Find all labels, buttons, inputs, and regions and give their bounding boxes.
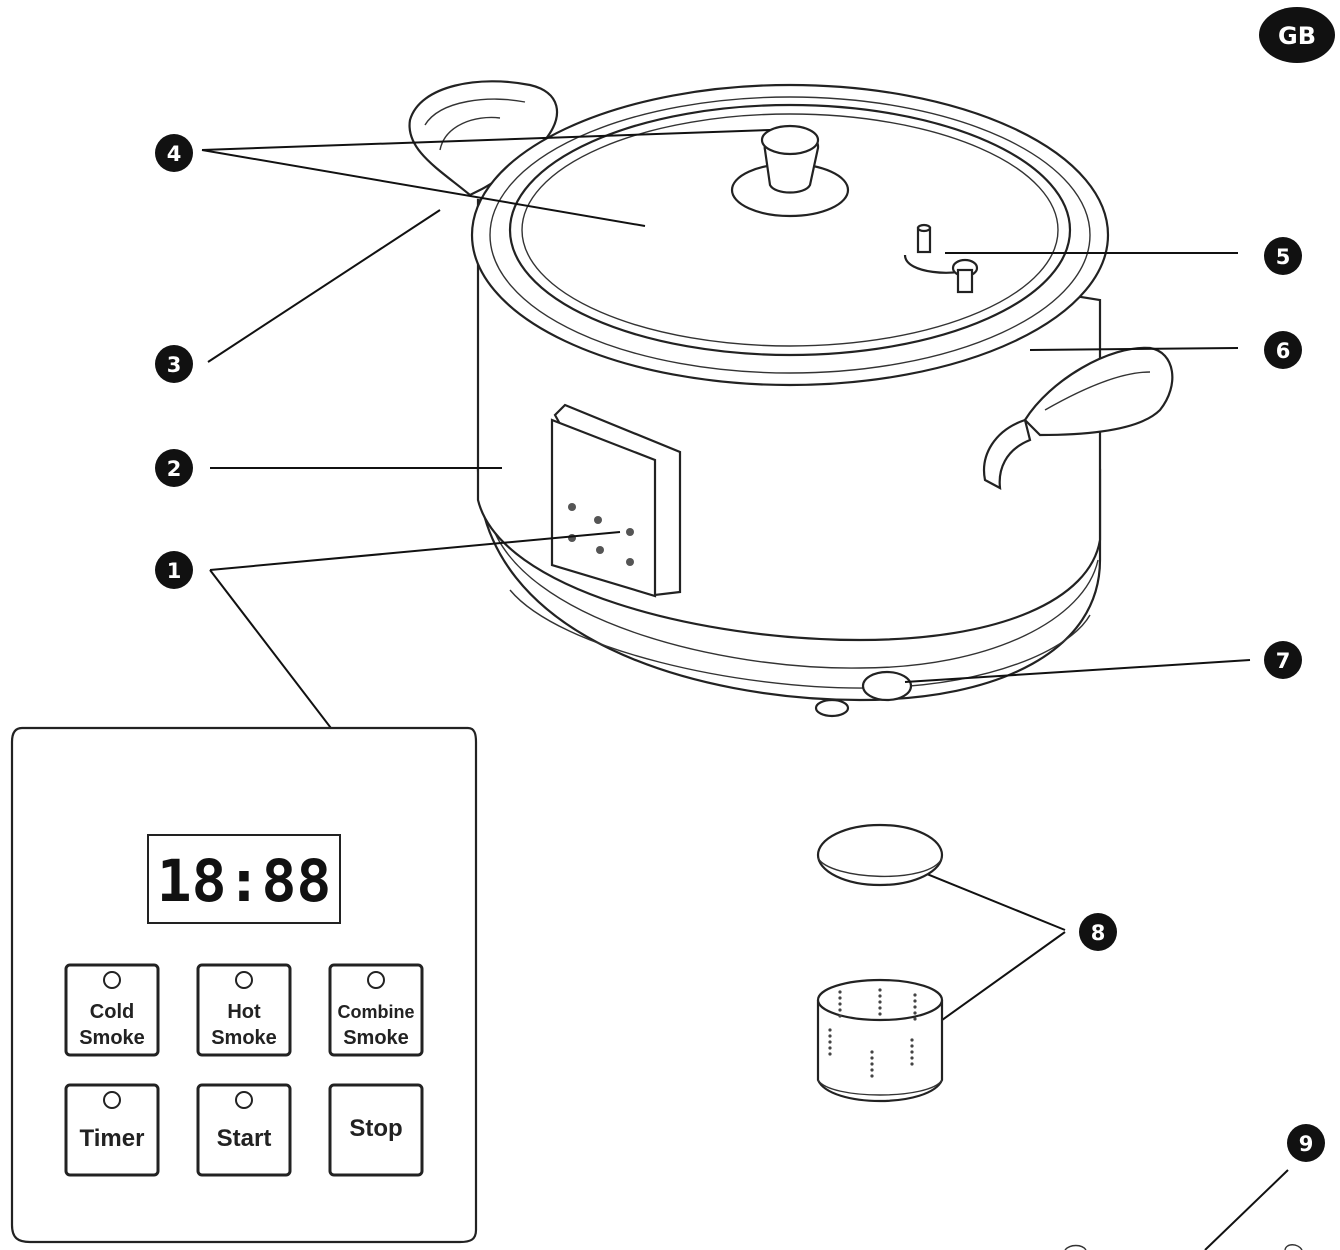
svg-text:Smoke: Smoke: [343, 1027, 409, 1049]
perforation-dot: [870, 1074, 874, 1078]
perforation-dot: [838, 1002, 842, 1006]
cold-smoke-led: [103, 971, 121, 989]
perforation-dot: [828, 1052, 832, 1056]
svg-text:6: 6: [1276, 339, 1291, 363]
power-indicator-lamp: [861, 670, 913, 702]
callout-9: 9: [1287, 1124, 1325, 1162]
vent-valve: [903, 223, 979, 294]
smoke-box-lid: [816, 823, 944, 887]
perforation-dot: [870, 1050, 874, 1054]
svg-text:Hot: Hot: [227, 1001, 261, 1023]
perforation-dot: [913, 1017, 917, 1021]
timer-button[interactable]: Timer: [64, 1083, 160, 1177]
perforation-dot: [878, 994, 882, 998]
perforation-dot: [910, 1038, 914, 1042]
lcd-display-text: 18:88: [157, 847, 332, 915]
perforation-dot: [828, 1028, 832, 1032]
callout-2: 2: [155, 449, 193, 487]
svg-text:Cold: Cold: [90, 1001, 134, 1023]
perforation-dot: [878, 1000, 882, 1004]
hot-smoke-led: [235, 971, 253, 989]
svg-text:9: 9: [1299, 1132, 1314, 1156]
svg-text:Timer: Timer: [80, 1125, 145, 1152]
perforation-dot: [910, 1062, 914, 1066]
svg-text:Combine: Combine: [337, 1002, 414, 1022]
right-handle: [982, 346, 1174, 490]
callout-6: 6: [1264, 331, 1302, 369]
language-badge: GB: [1259, 7, 1335, 63]
hot-smoke-button[interactable]: Hot Smoke: [196, 963, 292, 1057]
smoke-box-cup: [816, 978, 944, 1102]
perforation-dot: [878, 988, 882, 992]
perforation-dot: [913, 999, 917, 1003]
callout-3: 3: [155, 345, 193, 383]
perforation-dot: [913, 1011, 917, 1015]
start-led: [235, 1091, 253, 1109]
perforation-dot: [913, 1005, 917, 1009]
svg-text:Smoke: Smoke: [79, 1027, 145, 1049]
stop-button[interactable]: Stop: [328, 1083, 424, 1177]
svg-text:8: 8: [1091, 921, 1106, 945]
control-panel-detail: 18:88 Cold Smoke Hot Smoke Combine Smoke…: [10, 726, 478, 1244]
accessory-9: [1064, 1244, 1303, 1250]
perforation-dot: [870, 1062, 874, 1066]
combine-smoke-button[interactable]: Combine Smoke: [328, 963, 424, 1057]
start-button[interactable]: Start: [196, 1083, 292, 1177]
perforation-dot: [910, 1050, 914, 1054]
perforation-dot: [838, 1014, 842, 1018]
body-control-panel: [550, 403, 682, 598]
callout-8: 8: [1079, 913, 1117, 951]
svg-text:Smoke: Smoke: [211, 1027, 277, 1049]
perforation-dot: [870, 1056, 874, 1060]
perforation-dot: [838, 1008, 842, 1012]
svg-text:7: 7: [1276, 649, 1291, 673]
perforation-dot: [828, 1034, 832, 1038]
perforation-dot: [878, 1006, 882, 1010]
combine-smoke-led: [367, 971, 385, 989]
perforation-dot: [838, 990, 842, 994]
callout-5: 5: [1264, 237, 1302, 275]
perforation-dot: [910, 1044, 914, 1048]
callout-4: 4: [155, 134, 193, 172]
svg-text:2: 2: [167, 457, 182, 481]
svg-text:4: 4: [167, 142, 182, 166]
svg-text:Start: Start: [217, 1125, 272, 1152]
callout-7: 7: [1264, 641, 1302, 679]
lcd-display: 18:88: [147, 834, 341, 924]
timer-led: [103, 1091, 121, 1109]
cold-smoke-button[interactable]: Cold Smoke: [64, 963, 160, 1057]
svg-text:3: 3: [167, 353, 182, 377]
perforation-dot: [828, 1046, 832, 1050]
smoke-box-holes: [828, 988, 917, 1078]
smoker-appliance: [408, 80, 1174, 718]
perforation-dot: [913, 993, 917, 997]
svg-text:5: 5: [1276, 245, 1291, 269]
svg-text:Stop: Stop: [349, 1115, 402, 1142]
perforation-dot: [910, 1056, 914, 1060]
perforation-dot: [870, 1068, 874, 1072]
svg-text:1: 1: [167, 559, 182, 583]
perforation-dot: [838, 996, 842, 1000]
perforation-dot: [878, 1012, 882, 1016]
language-badge-text: GB: [1278, 22, 1316, 50]
callout-1: 1: [155, 551, 193, 589]
glass-lid: [508, 103, 1072, 357]
perforation-dot: [828, 1040, 832, 1044]
